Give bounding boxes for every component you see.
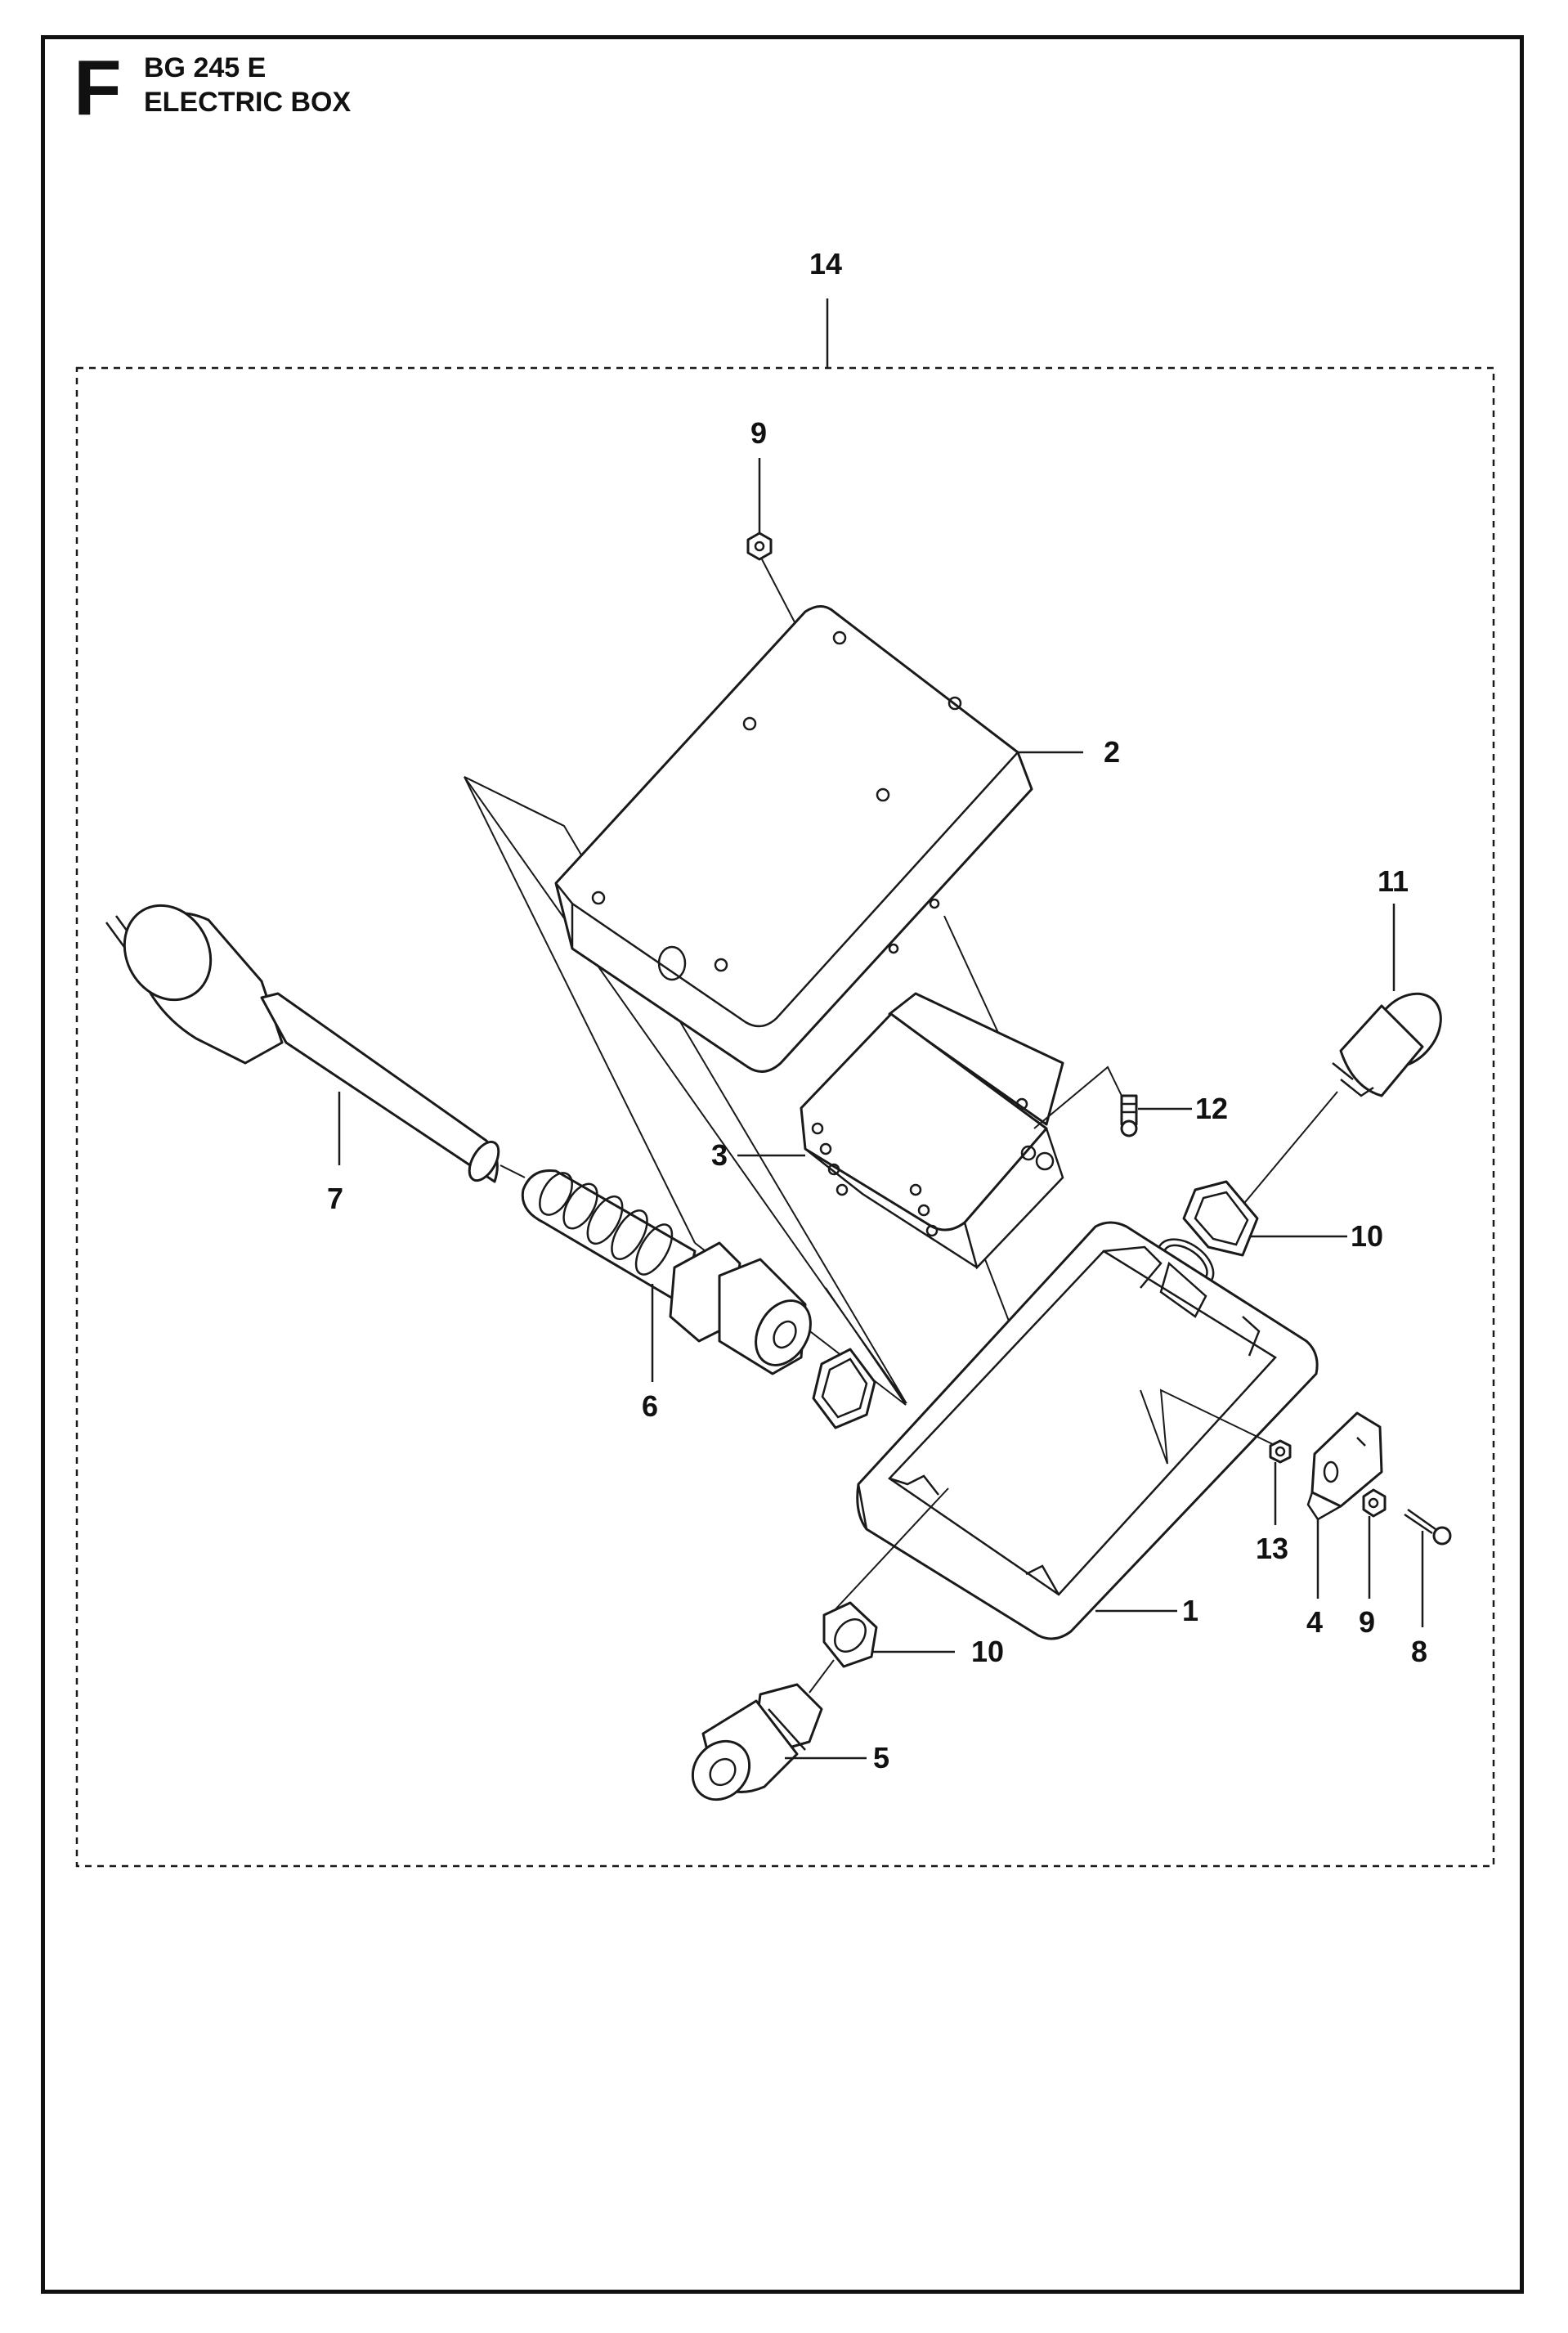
nut-part-10-lower: [822, 1601, 878, 1668]
plate-edge-2: [464, 776, 696, 1244]
callout-13: 13: [1256, 1532, 1288, 1565]
callout-5: 5: [873, 1741, 889, 1774]
callout-9-lower: 9: [1359, 1605, 1375, 1639]
base-box-part-1: [856, 1221, 1319, 1640]
section-letter: F: [74, 44, 122, 132]
section-title: ELECTRIC BOX: [144, 87, 352, 118]
nut-for-gland-6: [812, 1348, 876, 1429]
strain-relief-part-6: [521, 1169, 812, 1375]
callout-1: 1: [1182, 1594, 1198, 1627]
model-title: BG 245 E: [144, 52, 267, 83]
callout-3: 3: [711, 1138, 728, 1172]
screw-part-8: [1404, 1508, 1452, 1546]
bracket-part-4: [1306, 1411, 1383, 1521]
callout-12: 12: [1195, 1092, 1228, 1125]
assembly-line-box-bottom: [833, 1487, 949, 1612]
nut-part-9-lower: [1362, 1488, 1387, 1518]
callout-4: 4: [1306, 1605, 1323, 1639]
callout-9-top: 9: [750, 416, 767, 450]
assembly-boundary: [75, 366, 1495, 1868]
callout-11: 11: [1378, 864, 1409, 898]
callout-10-upper: 10: [1351, 1219, 1383, 1253]
screw-part-12: [1120, 1094, 1138, 1137]
callout-6: 6: [642, 1389, 658, 1423]
nut-part-9-top: [746, 532, 773, 561]
switch-part-11: [1332, 992, 1442, 1097]
plate-edge-4: [825, 1287, 907, 1406]
nut-part-13: [1269, 1439, 1292, 1464]
terminal-block-part-3: [800, 992, 1064, 1270]
callout-14: 14: [809, 247, 842, 280]
callout-7: 7: [327, 1182, 343, 1215]
assembly-line-7: [500, 1164, 526, 1178]
assembly-lines-inside-box: [1140, 1389, 1280, 1465]
cover-part-2: [554, 605, 1033, 1073]
assembly-line-12: [1033, 1066, 1122, 1129]
assembly-line-5: [809, 1659, 835, 1694]
cable-gland-part-5: [691, 1683, 823, 1801]
plate-edge-1: [464, 776, 565, 827]
callout-2: 2: [1104, 735, 1120, 769]
callout-10-lower: 10: [971, 1635, 1004, 1668]
callout-8: 8: [1411, 1635, 1427, 1668]
page-frame: [41, 35, 1524, 2294]
power-plug-part-7: [105, 904, 500, 1183]
